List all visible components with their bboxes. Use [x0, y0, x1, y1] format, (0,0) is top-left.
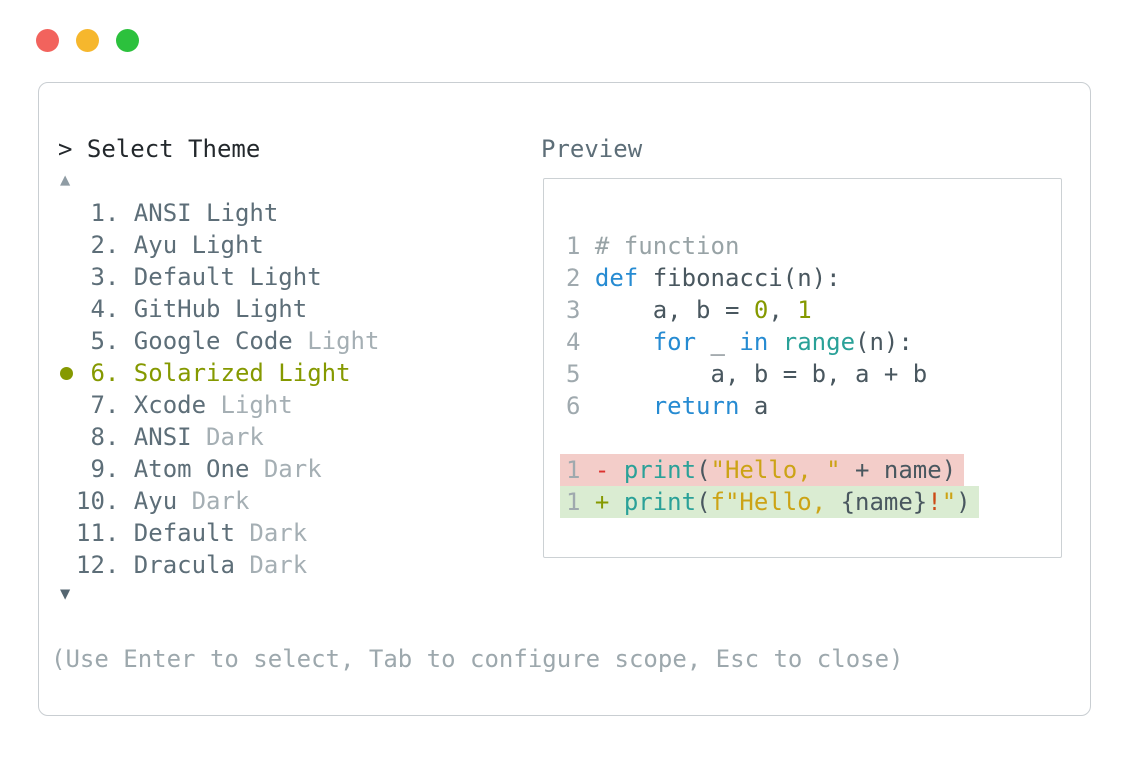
- theme-option-github-light[interactable]: 4. GitHub Light: [76, 295, 308, 323]
- theme-option-dracula-dark[interactable]: 12. Dracula Dark: [76, 551, 308, 579]
- preview-code: 1 # function 2 def fibonacci(n): 3 a, b = …: [544, 230, 1061, 518]
- code-line-added: 1 + print(f"Hello, {name}!"): [544, 486, 1061, 518]
- zoom-button[interactable]: [116, 29, 139, 52]
- scroll-up-icon[interactable]: ▲: [60, 170, 71, 190]
- scroll-down-icon[interactable]: ▼: [60, 584, 71, 604]
- theme-list: 1. ANSI Light 2. Ayu Light 3. Default Li…: [60, 197, 380, 581]
- diff-removed-highlight: 1 - print("Hello, " + name): [560, 454, 965, 486]
- selected-bullet-icon: [60, 367, 73, 380]
- code-preview-box: 1 # function 2 def fibonacci(n): 3 a, b = …: [543, 178, 1062, 558]
- code-line-code: 6 return a: [566, 392, 769, 420]
- keyboard-hint: (Use Enter to select, Tab to configure s…: [51, 645, 904, 673]
- theme-option-atom-one-dark[interactable]: 9. Atom One Dark: [76, 455, 322, 483]
- code-blank-line: [544, 422, 1061, 454]
- theme-option-xcode-light[interactable]: 7. Xcode Light: [76, 391, 293, 419]
- theme-option-google-code-light[interactable]: 5. Google Code Light: [76, 327, 380, 355]
- diff-added-highlight: 1 + print(f"Hello, {name}!"): [560, 486, 979, 518]
- theme-option-ansi-light[interactable]: 1. ANSI Light: [76, 199, 279, 227]
- theme-picker-panel: > Select Theme ▲ 1. ANSI Light 2. Ayu Li…: [38, 82, 1091, 716]
- theme-option-ayu-light[interactable]: 2. Ayu Light: [76, 231, 264, 259]
- code-line-code: 2 def fibonacci(n):: [566, 264, 841, 292]
- preview-label: Preview: [541, 135, 643, 163]
- minimize-button[interactable]: [76, 29, 99, 52]
- theme-option-default-light[interactable]: 3. Default Light: [76, 263, 322, 291]
- theme-option-default-dark[interactable]: 11. Default Dark: [76, 519, 308, 547]
- code-line-code: 1 # function: [566, 232, 740, 260]
- code-line-code: 5 a, b = b, a + b: [566, 360, 928, 388]
- code-line-code: 3 a, b = 0, 1: [566, 296, 812, 324]
- theme-option-ayu-dark[interactable]: 10. Ayu Dark: [76, 487, 250, 515]
- close-button[interactable]: [36, 29, 59, 52]
- picker-title: > Select Theme: [58, 135, 261, 163]
- code-line-removed: 1 - print("Hello, " + name): [544, 454, 1061, 486]
- theme-option-ansi-dark[interactable]: 8. ANSI Dark: [76, 423, 264, 451]
- code-line-code: 4 for _ in range(n):: [566, 328, 913, 356]
- window-traffic-lights: [36, 29, 139, 52]
- theme-option-solarized-light[interactable]: 6. Solarized Light: [60, 357, 379, 389]
